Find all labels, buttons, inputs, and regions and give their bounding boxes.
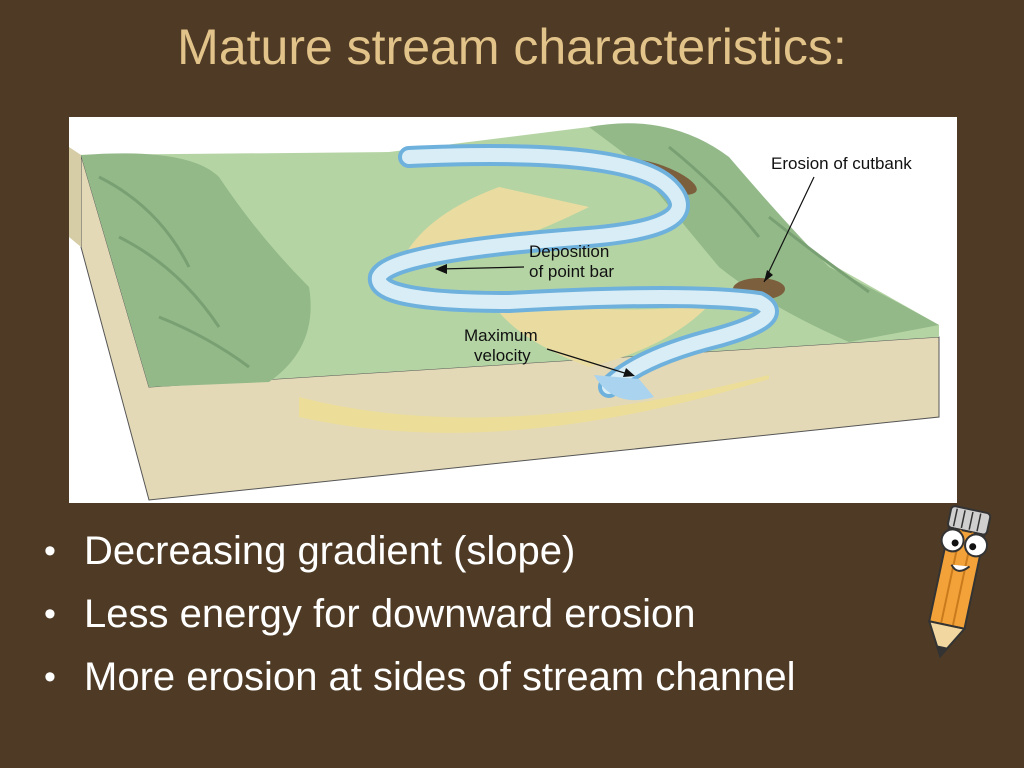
point-bar-lower bbox=[489, 297, 709, 367]
label-deposition-line2: of point bar bbox=[529, 262, 614, 281]
bullet-item: •More erosion at sides of stream channel bbox=[44, 655, 796, 699]
bullet-item: •Decreasing gradient (slope) bbox=[44, 529, 576, 573]
sediment-lens bbox=[299, 375, 769, 433]
pencil-character-icon bbox=[920, 498, 992, 666]
block-left-face bbox=[69, 147, 81, 247]
label-velocity-line2: velocity bbox=[474, 346, 531, 365]
label-erosion-cutbank: Erosion of cutbank bbox=[771, 154, 912, 173]
label-deposition-line1: Deposition bbox=[529, 242, 609, 261]
stream-block-diagram: Erosion of cutbank Deposition of point b… bbox=[69, 117, 957, 503]
bullet-item: •Less energy for downward erosion bbox=[44, 592, 696, 636]
bullet-list: •Decreasing gradient (slope) •Less energ… bbox=[44, 520, 924, 709]
slide-title: Mature stream characteristics: bbox=[177, 19, 847, 75]
channel-cross-section bbox=[594, 375, 654, 401]
left-hills bbox=[81, 153, 311, 387]
label-velocity-line1: Maximum bbox=[464, 326, 538, 345]
